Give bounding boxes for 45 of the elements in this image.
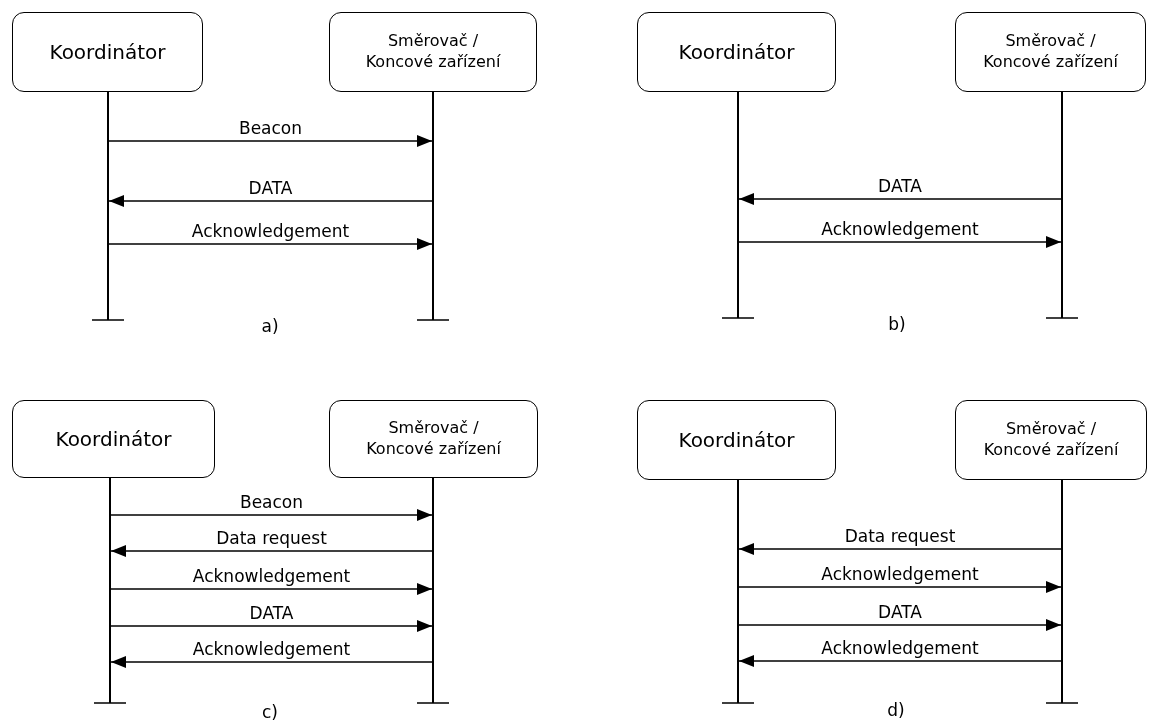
message-arrow	[110, 509, 433, 521]
message-arrow	[738, 619, 1062, 631]
node-label: Koordinátor	[678, 39, 795, 65]
node-label: Směrovač / Koncové zařízení	[365, 418, 502, 460]
message-arrow	[110, 545, 433, 557]
lifeline	[737, 480, 739, 703]
lifeline	[107, 92, 109, 320]
lifeline	[432, 478, 434, 703]
message-arrow	[738, 193, 1062, 205]
message-arrow	[110, 583, 433, 595]
node-label: Směrovač / Koncové zařízení	[982, 419, 1120, 461]
lifeline	[432, 92, 434, 320]
lifeline	[1061, 480, 1063, 703]
panel-label: a)	[261, 316, 279, 336]
lifeline	[737, 92, 739, 318]
message-arrow	[738, 236, 1062, 248]
device-box	[955, 400, 1147, 480]
message-arrow	[108, 195, 433, 207]
panel-label: b)	[888, 314, 906, 334]
node-label: Směrovač / Koncové zařízení	[982, 31, 1119, 73]
panel-label: d)	[887, 700, 905, 720]
device-box	[329, 400, 538, 478]
edge-label: Acknowledgement	[818, 219, 982, 239]
message-arrow	[108, 135, 433, 147]
message-arrow	[108, 238, 433, 250]
message-arrow	[738, 543, 1062, 555]
edge-label: Acknowledgement	[818, 564, 982, 584]
message-arrow	[738, 581, 1062, 593]
coordinator-box	[637, 12, 836, 92]
node-label: Koordinátor	[49, 39, 166, 65]
node-label: Koordinátor	[55, 426, 172, 452]
coordinator-box	[12, 400, 215, 478]
coordinator-box	[637, 400, 836, 480]
node-label: Koordinátor	[678, 427, 795, 453]
message-arrow	[738, 655, 1062, 667]
panel-label: c)	[262, 702, 278, 722]
lifeline	[1061, 92, 1063, 318]
device-box	[329, 12, 537, 92]
coordinator-box	[12, 12, 203, 92]
message-arrow	[110, 656, 433, 668]
edge-label: Acknowledgement	[818, 638, 982, 658]
device-box	[955, 12, 1146, 92]
lifeline	[109, 478, 111, 703]
message-arrow	[110, 620, 433, 632]
node-label: Směrovač / Koncové zařízení	[364, 31, 502, 73]
